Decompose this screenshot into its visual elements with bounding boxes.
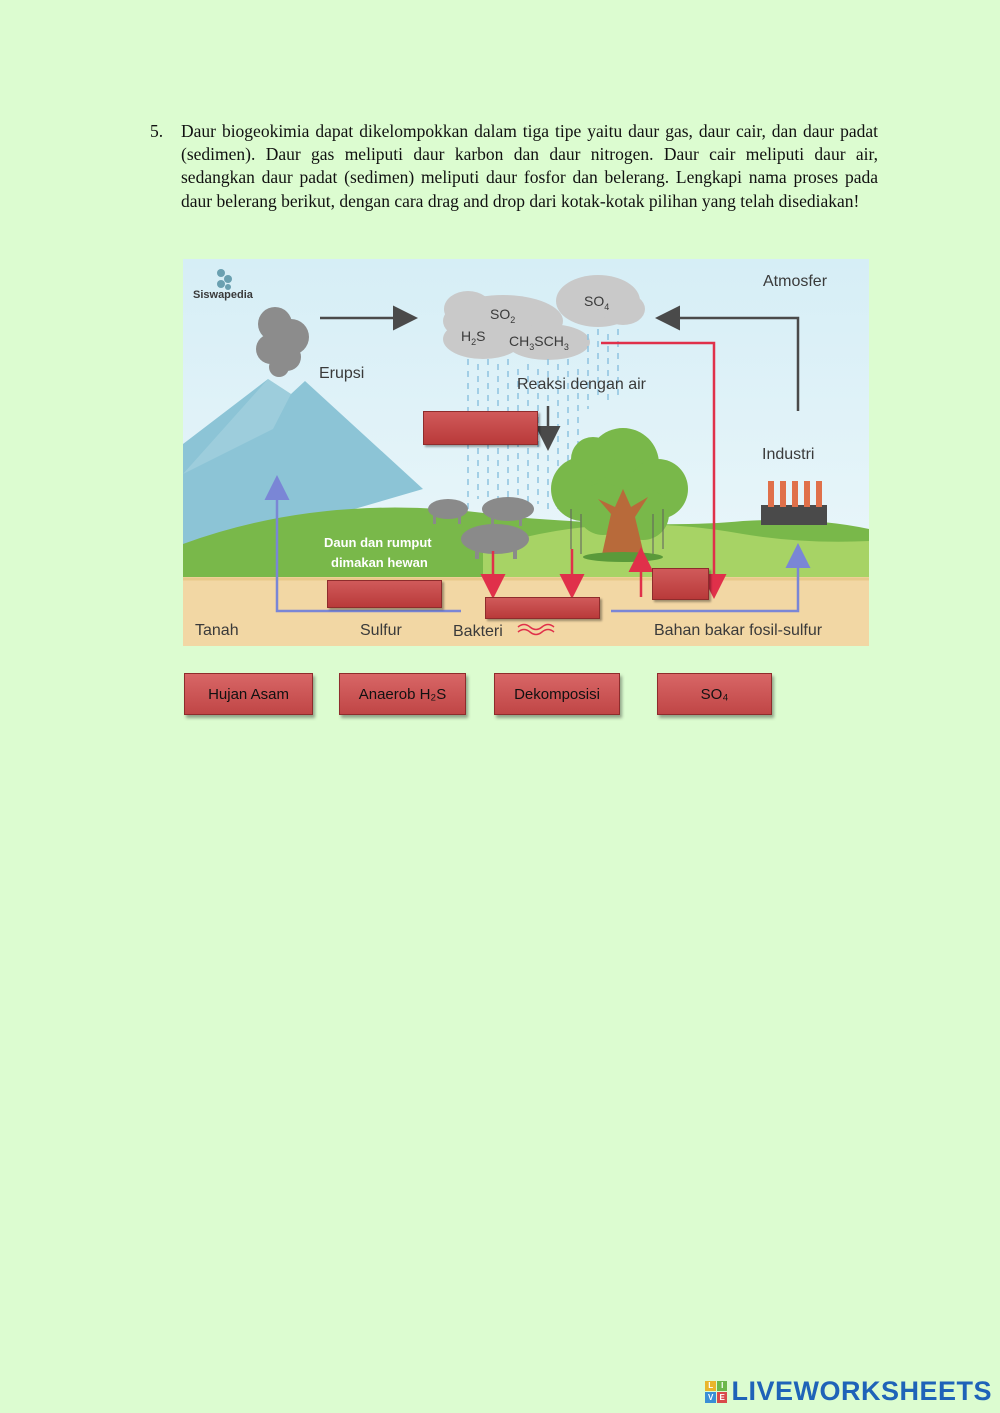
question-text: Daur biogeokimia dapat dikelompokkan dal… xyxy=(181,121,878,211)
liveworksheets-logo-icon: L I V E xyxy=(705,1380,728,1403)
drop-zone-tanah-so4[interactable] xyxy=(652,568,709,600)
choice-so4[interactable]: SO₄ xyxy=(657,673,772,715)
gas-ch3sch3: CH3SCH3 xyxy=(509,333,569,352)
bacteria-icon xyxy=(517,623,555,631)
label-sulfur: Sulfur xyxy=(360,622,402,639)
arrow-sulfur-to-volcano xyxy=(264,475,461,613)
label-bahan-bakar: Bahan bakar fosil-sulfur xyxy=(654,622,823,639)
arrow-cloud-to-soil xyxy=(601,341,727,599)
tree xyxy=(551,428,688,562)
gas-so4: SO4 xyxy=(584,293,609,312)
label-industri: Industri xyxy=(762,446,814,463)
choice-dekomposisi[interactable]: Dekomposisi xyxy=(494,673,620,715)
grazing-animals xyxy=(428,497,534,559)
label-daun-line2: dimakan hewan xyxy=(331,555,428,570)
gas-h2s: H2S xyxy=(461,328,485,347)
label-tanah: Tanah xyxy=(195,622,239,639)
question-number: 5. xyxy=(150,121,164,141)
gas-clouds xyxy=(443,275,645,360)
label-reaksi: Reaksi dengan air xyxy=(517,376,647,393)
label-daun-line1: Daun dan rumput xyxy=(324,535,432,550)
drop-zone-bakteri[interactable] xyxy=(485,597,600,619)
siswapedia-watermark: Siswapedia xyxy=(193,289,254,301)
label-erupsi: Erupsi xyxy=(319,365,364,382)
liveworksheets-brand: L I V E LIVEWORKSHEETS xyxy=(705,1376,992,1407)
diagram-illustration: Siswapedia Atmosfer Erupsi Reaksi dengan… xyxy=(183,259,869,646)
arrow-industri-to-atmosfer xyxy=(655,305,800,411)
siswapedia-logo-icon xyxy=(217,269,232,290)
factory-icon xyxy=(761,481,827,525)
sulfur-cycle-diagram: Siswapedia Atmosfer Erupsi Reaksi dengan… xyxy=(183,259,869,646)
liveworksheets-text: LIVEWORKSHEETS xyxy=(731,1376,992,1406)
gas-so2: SO2 xyxy=(490,306,515,325)
label-atmosfer: Atmosfer xyxy=(763,273,828,290)
label-bakteri: Bakteri xyxy=(453,623,503,640)
drop-zone-reaksi[interactable] xyxy=(423,411,538,445)
choice-hujan-asam[interactable]: Hujan Asam xyxy=(184,673,313,715)
arrow-fossil-to-industri xyxy=(611,543,811,613)
question-block: 5. Daur biogeokimia dapat dikelompokkan … xyxy=(150,120,878,213)
drop-zone-sulfur[interactable] xyxy=(327,580,442,608)
choice-anaerob-h2s[interactable]: Anaerob H₂S xyxy=(339,673,466,715)
volcano-smoke xyxy=(256,307,309,377)
